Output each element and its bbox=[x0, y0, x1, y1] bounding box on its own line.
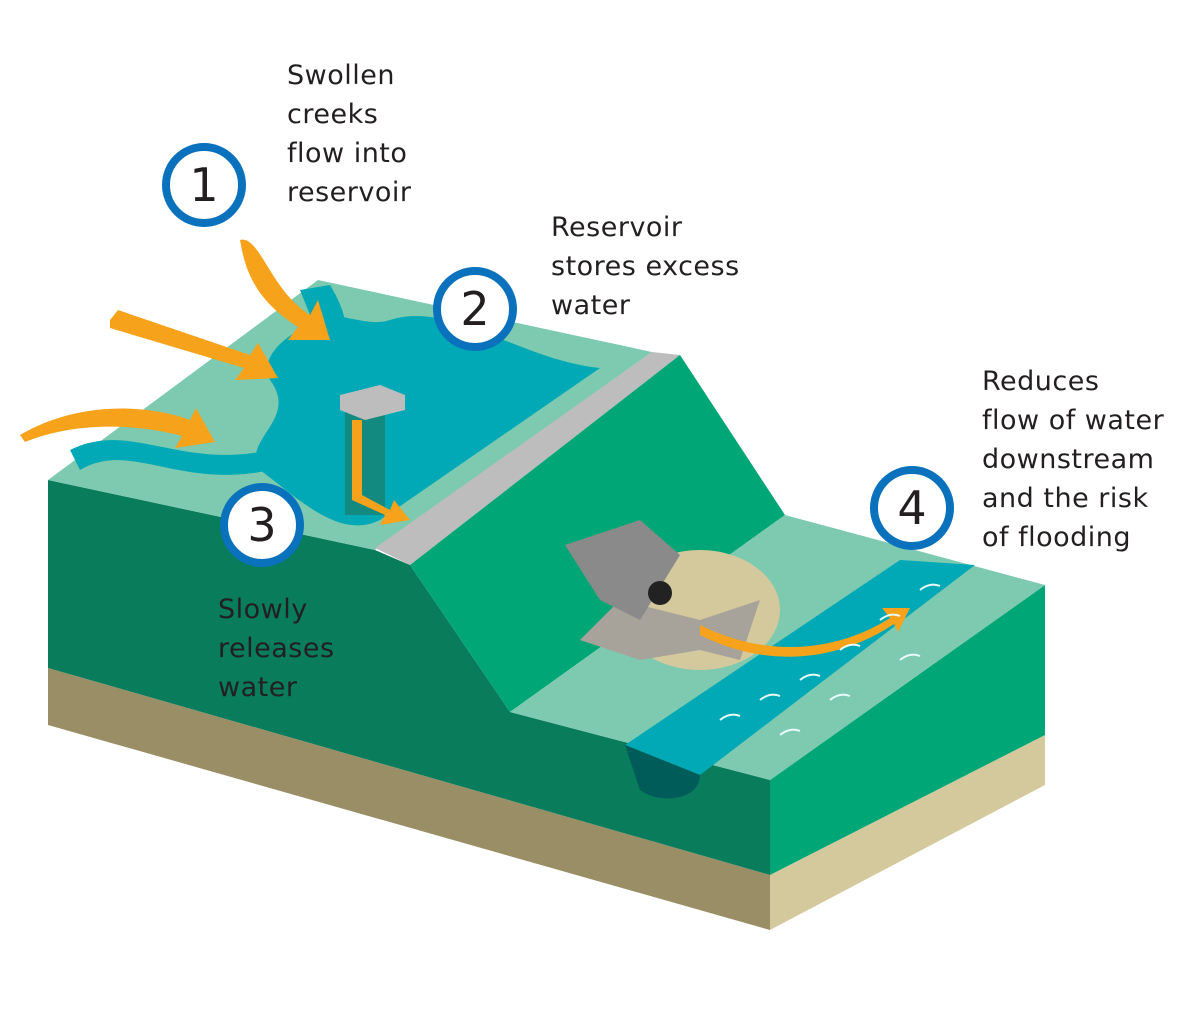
step-3-number: 3 bbox=[247, 498, 277, 552]
step-3-badge: 3 bbox=[220, 483, 304, 567]
step-3-label: Slowly releases water bbox=[218, 594, 335, 703]
creek-left bbox=[70, 440, 270, 475]
arrow-downstream bbox=[700, 608, 910, 657]
step-1-number: 1 bbox=[189, 158, 219, 212]
intake-tower-top bbox=[340, 385, 405, 420]
arrow-release bbox=[352, 420, 410, 525]
reservoir-water bbox=[255, 315, 600, 526]
step-1-label: Swollen creeks flow into reservoir bbox=[287, 60, 412, 208]
step-2-badge: 2 bbox=[433, 267, 517, 351]
creek-top bbox=[300, 285, 346, 340]
outlet-apron bbox=[580, 600, 760, 660]
soil-side bbox=[770, 735, 1045, 930]
dam-slope bbox=[410, 355, 785, 712]
arrow-inflow-middle bbox=[110, 310, 278, 380]
step-2-number: 2 bbox=[460, 282, 490, 336]
soil-front bbox=[48, 668, 770, 930]
arrow-inflow-top bbox=[240, 239, 330, 340]
step-4-badge: 4 bbox=[870, 466, 954, 550]
dam-crest bbox=[375, 352, 680, 565]
flow-arrows bbox=[20, 239, 910, 657]
step-2-label: Reservoir stores excess water bbox=[551, 212, 740, 321]
step-1-badge: 1 bbox=[162, 143, 246, 227]
step-4-number: 4 bbox=[897, 481, 927, 535]
side-face bbox=[770, 585, 1045, 875]
step-4-label: Reduces flow of water downstream and the… bbox=[982, 366, 1165, 553]
water-ripples bbox=[719, 583, 941, 736]
river-cross-section bbox=[625, 745, 700, 799]
arrow-inflow-left bbox=[20, 408, 215, 448]
front-face bbox=[48, 480, 770, 875]
outlet-pipe bbox=[648, 581, 672, 605]
